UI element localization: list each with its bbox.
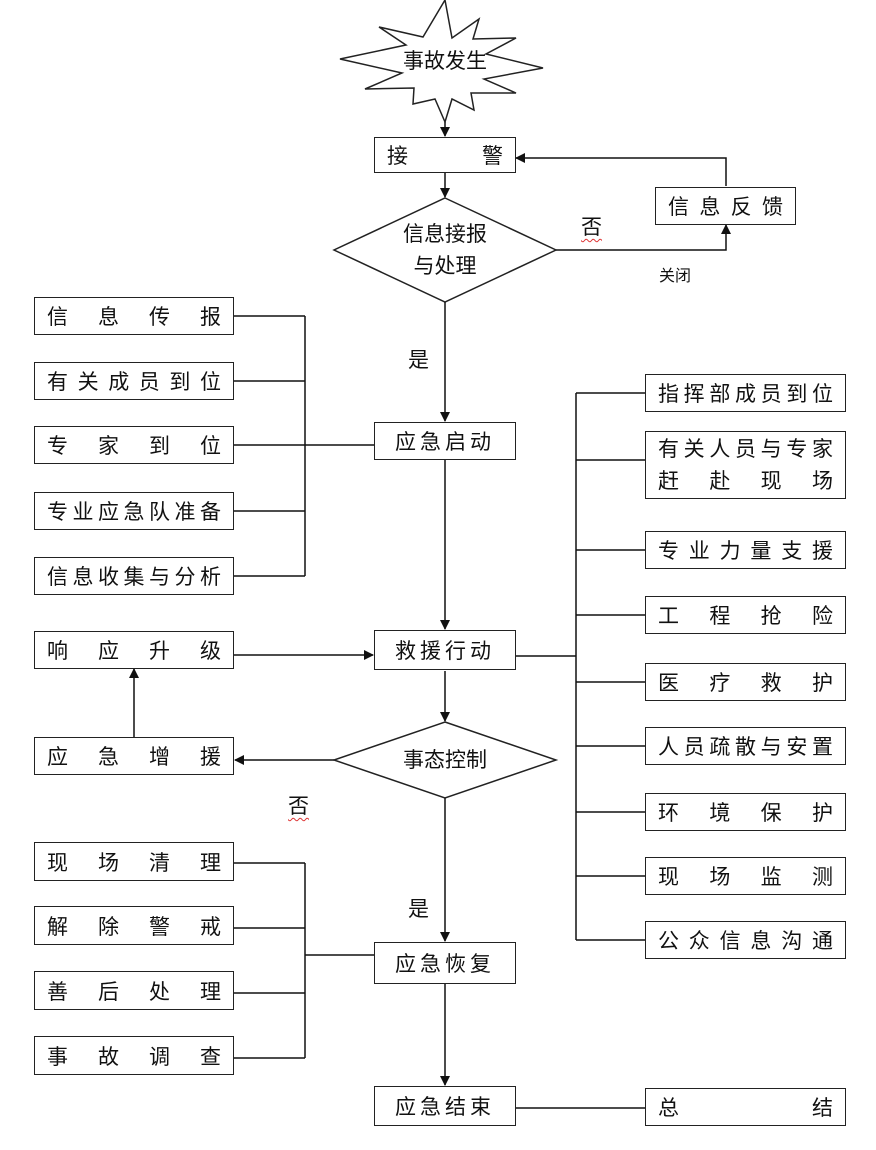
rescue-item-command-arrive: 指挥部成员到位: [645, 374, 846, 412]
rescue-item-engineering: 工程抢险: [645, 596, 846, 634]
recover-item-lift-cordon: 解除警戒: [34, 906, 234, 945]
activate-item-info-report: 信息传报: [34, 297, 234, 335]
decision-info-no-label: 否: [581, 215, 602, 239]
arrow-no-to-feedback: [556, 224, 731, 251]
rescue-item-environment: 环境保护: [645, 793, 846, 831]
recover-item-site-cleanup: 现场清理: [34, 842, 234, 881]
activate-item-info-collect: 信息收集与分析: [34, 557, 234, 595]
decision-control-text: 事态控制: [403, 748, 487, 772]
summary-box: 总 结: [645, 1088, 846, 1126]
rescue-item-public-comm: 公众信息沟通: [645, 921, 846, 959]
decision-info-yes-label: 是: [408, 348, 429, 372]
decision-info-line2: 与处理: [413, 254, 477, 278]
decision-info-line1: 信息接报: [403, 222, 487, 246]
decision-control-yes-label: 是: [408, 897, 429, 921]
decision-info-text: 信息接报 与处理: [385, 218, 505, 282]
receive-alarm-box: 接 警: [374, 137, 516, 173]
recover-item-investigation: 事故调查: [34, 1036, 234, 1075]
start-starburst: [339, 0, 544, 125]
emergency-reinforce-box: 应急增援: [34, 737, 234, 775]
activate-item-experts-arrive: 专家到位: [34, 426, 234, 464]
rescue-item-professional-support: 专业力量支援: [645, 531, 846, 569]
rescue-item-medical: 医疗救护: [645, 663, 846, 701]
rescue-item-evacuation: 人员疏散与安置: [645, 727, 846, 765]
emergency-end-box: 应急结束: [374, 1086, 516, 1126]
activate-item-team-prepare: 专业应急队准备: [34, 492, 234, 530]
close-label: 关闭: [659, 266, 692, 285]
response-upgrade-box: 响应升级: [34, 631, 234, 669]
rescue-action-box: 救援行动: [374, 630, 516, 670]
start-label: 事故发生: [403, 49, 487, 73]
info-feedback-box: 信息反馈: [655, 187, 796, 225]
recover-item-aftermath: 善后处理: [34, 971, 234, 1010]
rescue-item-monitoring: 现场监测: [645, 857, 846, 895]
rescue-item-personnel-to-site: 有关人员与专家 赶赴现场: [645, 431, 846, 499]
decision-control-no-label: 否: [288, 794, 309, 818]
activate-item-members-arrive: 有关成员到位: [34, 362, 234, 400]
emergency-activate-box: 应急启动: [374, 422, 516, 460]
arrow-feedback-to-receive: [515, 153, 727, 186]
emergency-recover-box: 应急恢复: [374, 942, 516, 984]
